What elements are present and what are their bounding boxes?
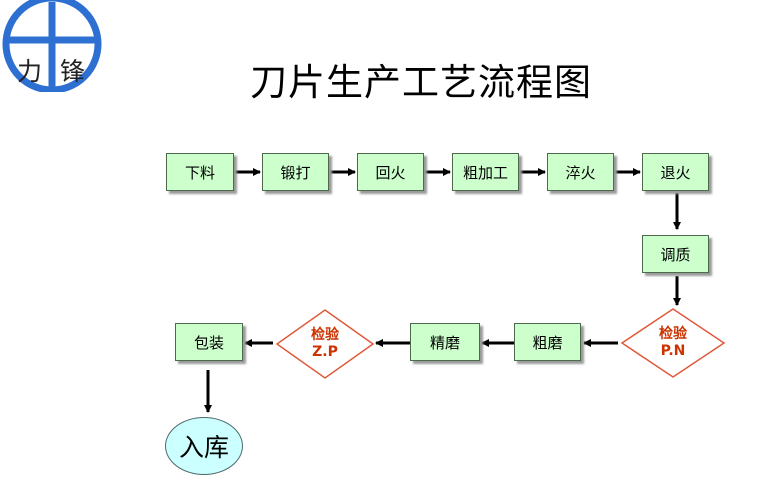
step-huihuo: 回火 [357, 153, 424, 191]
step-jingmo: 精磨 [410, 323, 480, 361]
page-title: 刀片生产工艺流程图 [250, 61, 592, 104]
step-duanda: 锻打 [262, 153, 329, 191]
step-cuihuo: 淬火 [547, 153, 614, 191]
step-baozhuang: 包装 [175, 323, 243, 361]
company-logo: 力 锋 [0, 0, 104, 94]
check-pn-label: 检验 [659, 326, 687, 342]
logo-char-left: 力 [17, 57, 42, 86]
step-cujiagong: 粗加工 [452, 153, 519, 191]
step-cumo: 粗磨 [514, 323, 581, 361]
check-zp-code: Z.P [312, 344, 338, 360]
step-xialiao: 下料 [166, 153, 234, 191]
check-pn-diamond: 检验 P.N [620, 307, 726, 379]
step-tuihuo: 退火 [642, 153, 709, 191]
step-tiaozhi: 调质 [642, 235, 709, 273]
end-warehouse: 入库 [165, 417, 243, 475]
check-zp-label: 检验 [311, 327, 339, 343]
check-pn-code: P.N [660, 343, 686, 359]
check-zp-diamond: 检验 Z.P [275, 308, 375, 380]
logo-char-right: 锋 [60, 57, 85, 86]
